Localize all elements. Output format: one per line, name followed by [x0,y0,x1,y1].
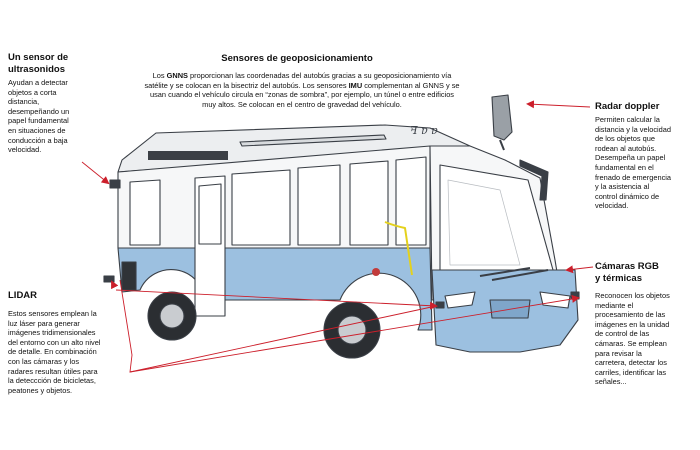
lidar-title: LIDAR [8,290,38,301]
side-mirror [519,159,549,201]
radar-text: Permiten calcular la distancia y la velo… [595,115,672,211]
wiper-1 [479,267,531,277]
arrow-lidar-rear [111,280,119,290]
windshield [439,164,554,271]
stop-light [372,268,380,276]
radar-mast [499,139,505,151]
rear-vent [121,261,137,291]
arrow-lidar-lines [119,279,437,373]
arrow-lidar-camera [129,295,580,373]
front-wheel-hub [337,315,367,345]
gnss-title: Sensores de geoposicionamiento [221,53,373,64]
roof-logo: ꟻ ɐ ɐ [410,124,438,137]
arrow-ultrasonic [81,161,110,185]
window-5 [395,156,427,246]
cameras-text: Reconocen los objetos mediante el proces… [595,291,670,387]
headlight-right [539,291,571,309]
headlight-left [444,291,476,309]
gnss-block: Sensores de geoposicionamiento Los GNNS … [132,53,472,109]
bus [103,94,580,359]
rear-door-glass [198,183,222,245]
roof-ac-unit [148,151,228,160]
rear-wheel-hub [159,303,185,329]
arrow-radar [526,100,591,109]
roof-stripe [239,134,387,147]
lidar-text: Estos sensores emplean la luz láser para… [8,309,101,395]
lidar-sensor-rear [103,275,115,283]
radar-block: Radar doppler Permiten calcular la dista… [595,101,699,211]
window-1 [129,179,161,246]
arrow-cameras [565,265,594,274]
ultrasonic-sensor [109,179,121,189]
ultrasonic-text: Ayudan a detectar objetos a corta distan… [8,78,70,155]
arrow-lidar-front [115,289,438,310]
lidar-sensor-front [435,301,445,309]
handrail [384,221,413,276]
gnss-text: Los GNNS proporcionan las coordenadas de… [144,71,460,109]
window-2 [231,169,291,246]
pointer-arrows [81,100,594,373]
wiper-2 [491,269,549,281]
windshield-reflection [447,179,521,266]
lidar-block: LIDAR Estos sensores emplean la luz láse… [8,290,128,395]
window-4 [349,160,389,246]
window-3 [297,164,341,246]
radar-title: Radar doppler [595,101,660,112]
radar-unit [491,94,513,141]
